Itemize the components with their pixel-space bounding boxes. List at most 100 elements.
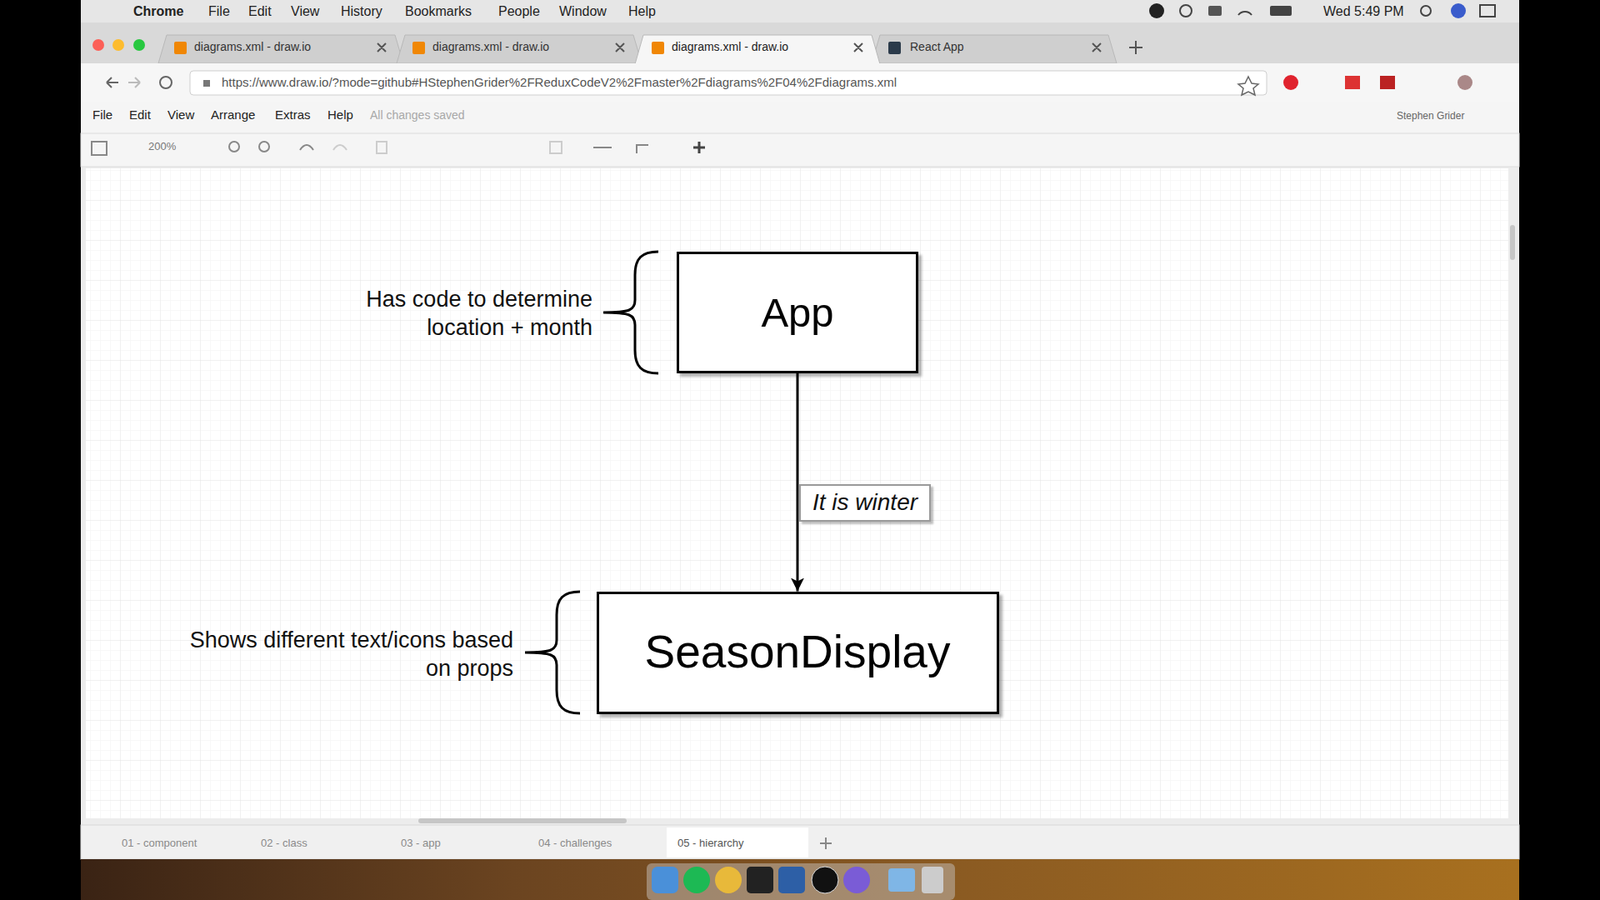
ui-text: Help bbox=[628, 3, 656, 20]
ui-text: Extras bbox=[275, 107, 311, 123]
dock-icon bbox=[888, 868, 915, 892]
arrow-connector bbox=[796, 373, 800, 592]
tab-strip bbox=[80, 22, 1520, 64]
active-browser-tab bbox=[635, 35, 880, 65]
edge-label: It is winter bbox=[799, 484, 931, 522]
toolbar-icons bbox=[91, 141, 705, 155]
extension-icon bbox=[1380, 75, 1395, 90]
lock-icon bbox=[203, 80, 210, 87]
desktop-wallpaper bbox=[80, 859, 1520, 900]
ui-text: View bbox=[290, 3, 320, 20]
canvas-grid bbox=[85, 168, 1509, 819]
redo-icon bbox=[333, 145, 347, 150]
dock-icon bbox=[746, 866, 774, 894]
tab-favicon bbox=[412, 41, 425, 55]
ui-text: 04 - challenges bbox=[538, 836, 612, 850]
shadow-icon bbox=[550, 141, 562, 154]
ui-text: Help bbox=[327, 107, 354, 123]
dock-icons bbox=[651, 866, 944, 894]
ui-text: Edit bbox=[248, 3, 272, 20]
ui-text: History bbox=[340, 3, 383, 20]
horizontal-scrollbar bbox=[418, 818, 627, 824]
ui-text: diagrams.xml - draw.io bbox=[432, 40, 550, 55]
component-name: App bbox=[760, 289, 834, 336]
address-toolbar bbox=[80, 63, 1520, 102]
insert-icon bbox=[693, 141, 705, 154]
ui-text: 01 - component bbox=[121, 836, 197, 850]
curly-bracket bbox=[525, 591, 580, 714]
window-minimize-button bbox=[112, 39, 125, 51]
dock-icon bbox=[778, 866, 805, 894]
ui-text: https://www.draw.io/?mode=github#HStephe… bbox=[221, 75, 897, 90]
status-icon bbox=[1480, 5, 1495, 17]
drawio-menu-bar bbox=[80, 101, 1520, 134]
back-button bbox=[106, 77, 119, 88]
component-box: App bbox=[676, 251, 919, 374]
add-page-button bbox=[820, 837, 832, 850]
status-icon bbox=[1208, 5, 1222, 16]
ui-text: Stephen Grider bbox=[1396, 110, 1465, 122]
ui-text: diagrams.xml - draw.io bbox=[194, 40, 311, 55]
ui-text: View bbox=[167, 107, 195, 123]
vertical-scrollbar bbox=[1510, 225, 1515, 260]
browser-tab bbox=[871, 35, 1117, 64]
dock-icon bbox=[651, 866, 679, 894]
zoom-in-icon bbox=[229, 141, 240, 152]
bookmark-star bbox=[1238, 76, 1259, 95]
extension-icon bbox=[1345, 75, 1360, 90]
drawio-toolbar bbox=[80, 133, 1520, 167]
status-icon bbox=[1149, 3, 1165, 19]
window-zoom-button bbox=[133, 39, 145, 51]
ui-text: 02 - class bbox=[260, 836, 308, 850]
ui-text: File bbox=[208, 3, 230, 20]
ui-text: Edit bbox=[129, 107, 151, 123]
window-close-button bbox=[92, 39, 105, 51]
ui-text: People bbox=[498, 3, 540, 20]
dock-icon bbox=[715, 866, 742, 894]
dock-icon bbox=[921, 866, 944, 894]
undo-icon bbox=[300, 145, 314, 150]
ui-text: Chrome bbox=[133, 3, 184, 20]
ui-text: Arrange bbox=[210, 107, 255, 123]
ui-text: 05 - hierarchy bbox=[677, 836, 744, 850]
dock bbox=[646, 863, 955, 900]
ui-text: File bbox=[92, 107, 113, 123]
annotation-text: Shows different text/icons based on prop… bbox=[188, 625, 514, 683]
dock-icon bbox=[843, 866, 870, 894]
canvas-ground bbox=[85, 168, 1509, 819]
tab-favicon bbox=[651, 41, 665, 55]
ui-text: diagrams.xml - draw.io bbox=[671, 40, 789, 55]
profile-icon bbox=[1457, 75, 1473, 90]
delete-icon bbox=[376, 141, 387, 154]
zoom-out-icon bbox=[259, 141, 270, 152]
ui-text: 200% bbox=[148, 140, 176, 154]
component-box: SeasonDisplay bbox=[596, 591, 1000, 715]
browser-tab bbox=[396, 35, 642, 64]
component-name: SeasonDisplay bbox=[645, 625, 951, 679]
dock-icon bbox=[811, 866, 839, 894]
forward-button bbox=[128, 77, 140, 88]
wifi-icon bbox=[1238, 11, 1252, 15]
ui-text: Wed 5:49 PM bbox=[1323, 3, 1405, 20]
page-tab-bar bbox=[80, 825, 1520, 860]
siri-icon bbox=[1450, 3, 1466, 19]
status-icons bbox=[1149, 3, 1495, 19]
screen-area bbox=[80, 0, 1520, 900]
status-icon bbox=[1180, 5, 1192, 17]
search-icon bbox=[1420, 5, 1431, 16]
address-field bbox=[190, 70, 1267, 95]
ui-text: React App bbox=[910, 40, 965, 55]
dock-icon bbox=[683, 866, 710, 894]
toolbar-icon bbox=[91, 141, 107, 155]
ui-text: Bookmarks bbox=[405, 3, 472, 20]
ui-text: 03 - app bbox=[400, 836, 441, 850]
connector-icons bbox=[593, 145, 649, 154]
annotation-text: Has code to determine location + month bbox=[317, 285, 593, 342]
ui-text: All changes saved bbox=[370, 108, 465, 123]
ui-text: Window bbox=[559, 3, 607, 20]
browser-tab bbox=[158, 35, 404, 64]
extension-icon bbox=[1283, 75, 1299, 90]
reload-button bbox=[160, 76, 172, 89]
